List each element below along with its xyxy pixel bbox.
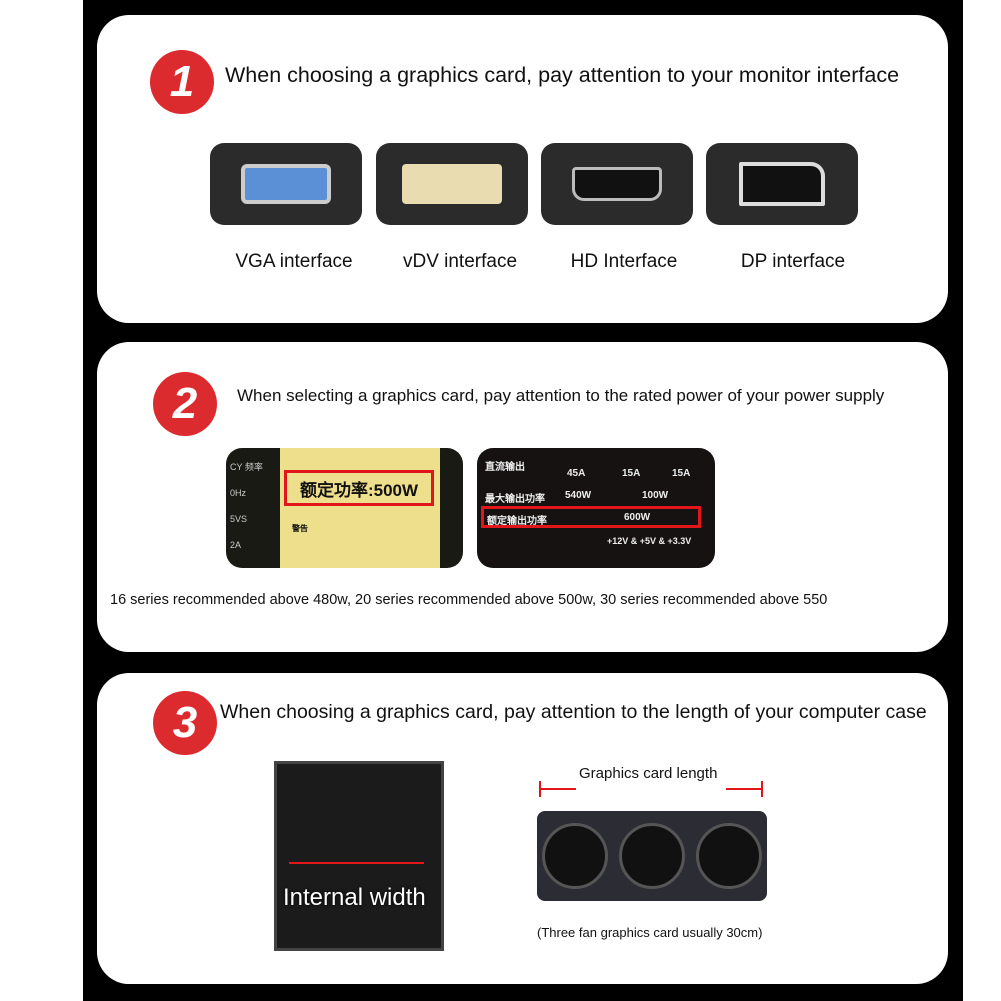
section-title-1: When choosing a graphics card, pay atten… bbox=[225, 63, 900, 87]
label-dp: DP interface bbox=[740, 251, 846, 272]
rated-power-highlight: 额定功率:500W bbox=[284, 470, 434, 506]
internal-width-label: Internal width bbox=[283, 884, 426, 911]
label-vga: VGA interface bbox=[235, 251, 353, 272]
side-text: CY 频率 bbox=[230, 462, 263, 472]
psu-label-600w: 直流输出 45A 15A 15A 最大输出功率 540W 100W 额定输出功率… bbox=[477, 448, 715, 568]
row-label: 最大输出功率 bbox=[485, 494, 545, 505]
panel-power-supply: 2 When selecting a graphics card, pay at… bbox=[97, 342, 948, 652]
step-badge-1: 1 bbox=[150, 50, 214, 114]
dvi-port-image bbox=[376, 143, 528, 225]
side-text: 0Hz bbox=[230, 488, 247, 498]
cell: 100W bbox=[642, 490, 669, 501]
psu-label-500w: CY 频率 0Hz 5VS 2A 额定功率:500W 警告 bbox=[226, 448, 463, 568]
power-recommendation: 16 series recommended above 480w, 20 ser… bbox=[110, 592, 828, 608]
cell: 600W bbox=[624, 512, 651, 523]
cell: 15A bbox=[672, 468, 691, 479]
card-length-marker bbox=[539, 781, 763, 797]
computer-case-image: Internal width bbox=[274, 761, 444, 951]
row-label: 额定输出功率 bbox=[487, 516, 547, 527]
graphics-card-image bbox=[537, 811, 767, 901]
card-length-label: Graphics card length bbox=[579, 765, 718, 782]
footer-text: +12V & +5V & +3.3V bbox=[607, 536, 692, 546]
cell: 15A bbox=[622, 468, 641, 479]
warning-text: 警告 bbox=[292, 524, 308, 533]
rated-output-highlight: 额定输出功率 600W bbox=[481, 506, 701, 528]
section-title-2: When selecting a graphics card, pay atte… bbox=[237, 386, 885, 405]
vga-port-image bbox=[210, 143, 362, 225]
hdmi-port-image bbox=[541, 143, 693, 225]
panel-monitor-interface: 1 When choosing a graphics card, pay att… bbox=[97, 15, 948, 323]
label-hdmi: HD Interface bbox=[570, 251, 678, 272]
width-measure-line bbox=[289, 862, 424, 864]
cell: 540W bbox=[565, 490, 592, 501]
side-text: 2A bbox=[230, 540, 242, 550]
row-label: 直流输出 bbox=[485, 462, 525, 473]
step-badge-2: 2 bbox=[153, 372, 217, 436]
cell: 45A bbox=[567, 468, 586, 479]
card-note: (Three fan graphics card usually 30cm) bbox=[537, 925, 763, 940]
panel-case-length: 3 When choosing a graphics card, pay att… bbox=[97, 673, 948, 984]
side-text: 5VS bbox=[230, 514, 248, 524]
section-title-3: When choosing a graphics card, pay atten… bbox=[220, 701, 927, 723]
label-dvi: vDV interface bbox=[402, 251, 518, 272]
step-badge-3: 3 bbox=[153, 691, 217, 755]
displayport-image bbox=[706, 143, 858, 225]
